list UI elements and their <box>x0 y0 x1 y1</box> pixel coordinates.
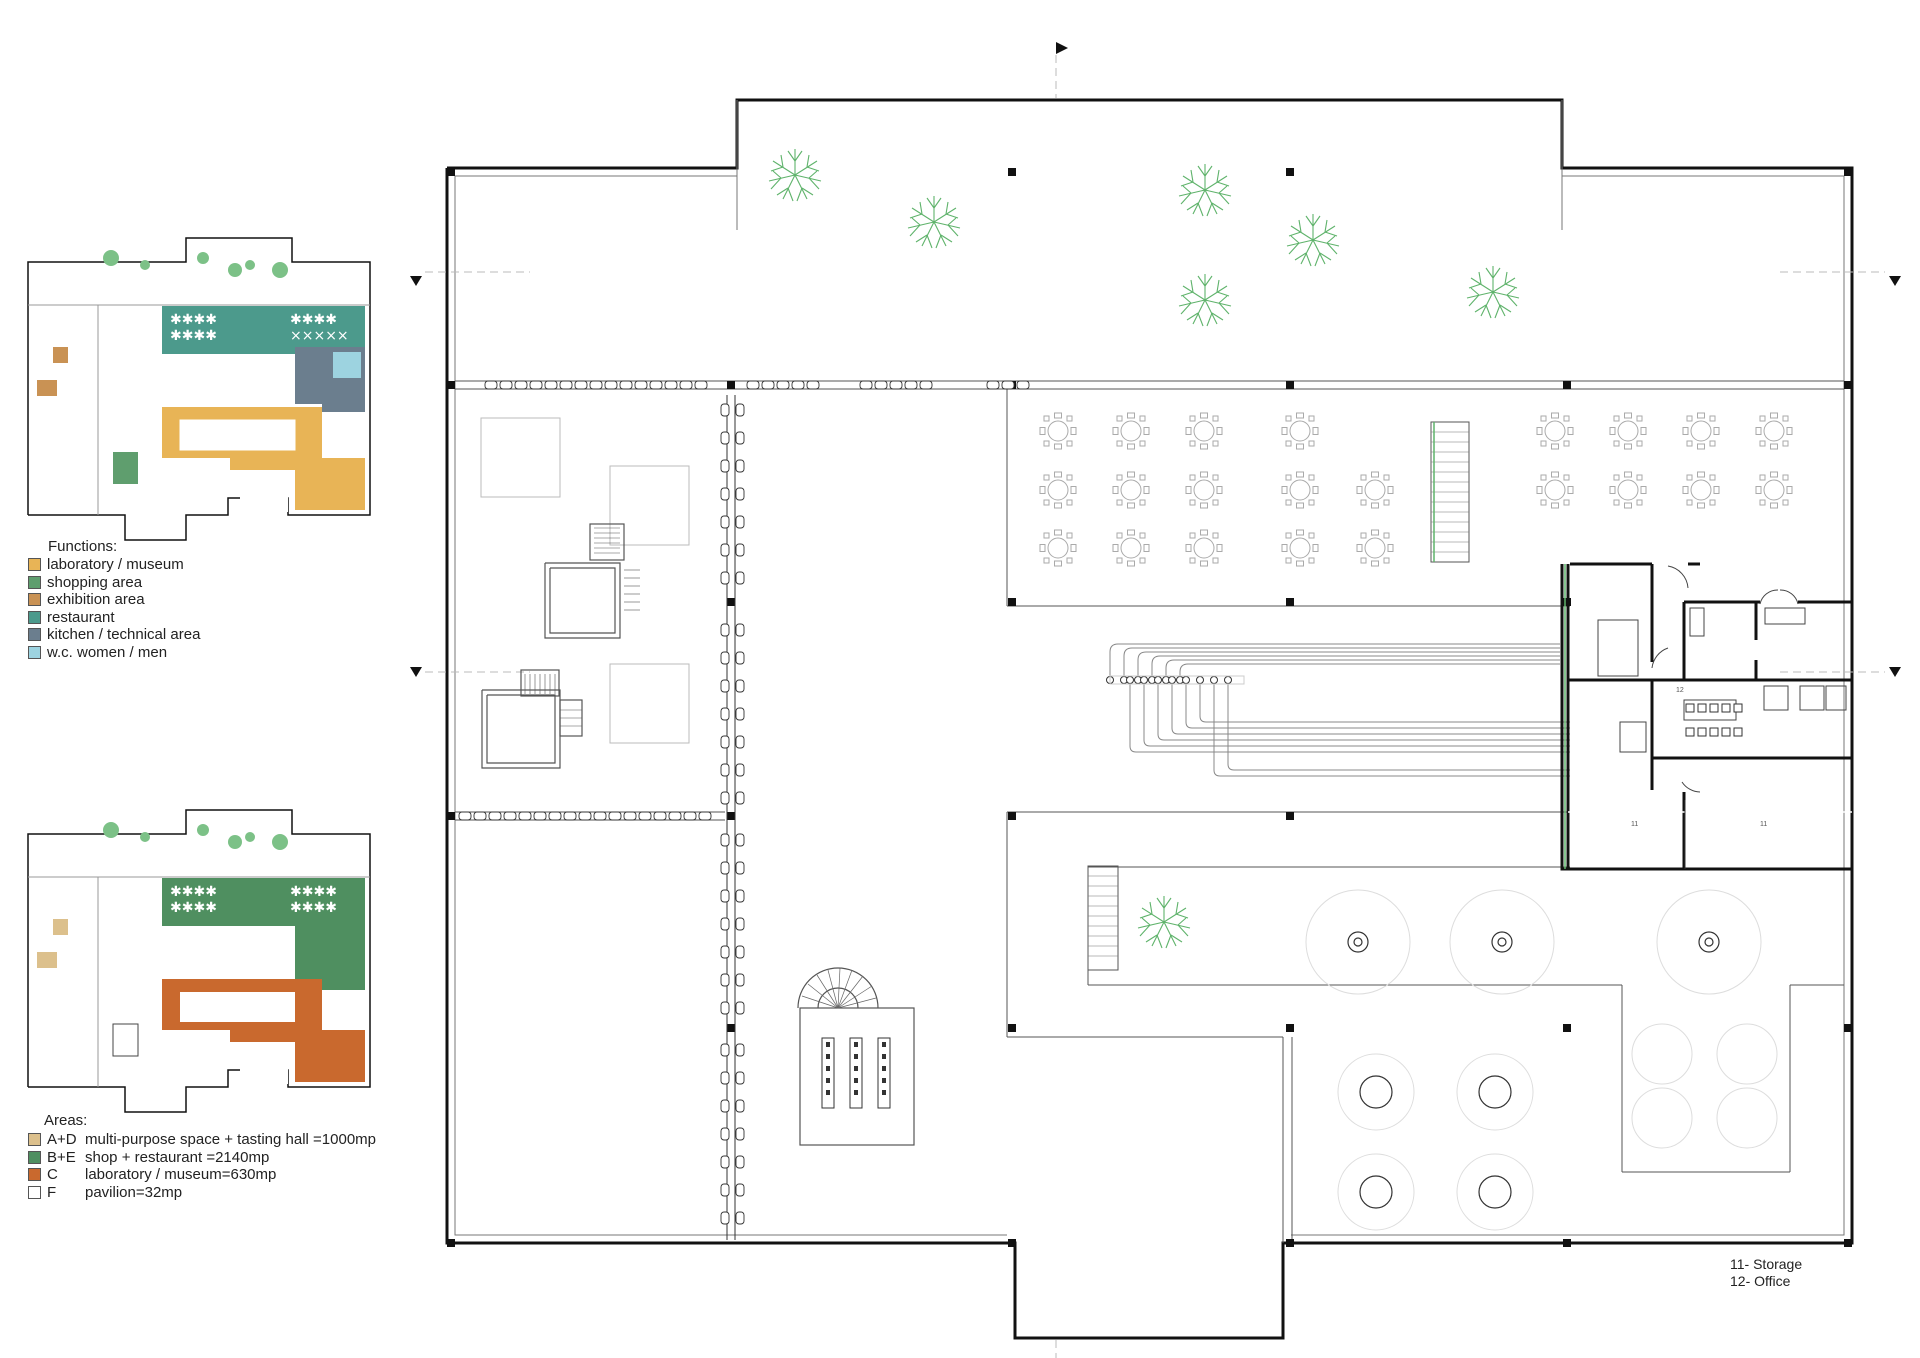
room-note-office: 12- Office <box>1730 1273 1791 1289</box>
svg-text:✱✱✱✱: ✱✱✱✱ <box>290 312 337 328</box>
restaurant-tables <box>1039 412 1793 567</box>
svg-text:✱✱✱✱: ✱✱✱✱ <box>290 900 337 916</box>
legend-item-shopping: shopping area <box>28 574 200 592</box>
svg-text:✱✱✱✱: ✱✱✱✱ <box>290 884 337 900</box>
svg-text:✱✱✱✱: ✱✱✱✱ <box>170 328 217 344</box>
area-label: multi-purpose space + tasting hall =1000… <box>85 1131 377 1149</box>
svg-text:✱✱✱✱: ✱✱✱✱ <box>170 900 217 916</box>
svg-text:×××××: ××××× <box>290 328 349 344</box>
svg-text:✱✱✱✱: ✱✱✱✱ <box>170 312 217 328</box>
area-code: C <box>47 1166 58 1184</box>
room-notes: 11- Storage 12- Office <box>1730 1256 1802 1290</box>
areas-legend-title: Areas: <box>44 1112 88 1129</box>
swatch-laboratory <box>28 558 41 572</box>
area-code: A+D <box>47 1131 77 1149</box>
office-tag: 12 <box>1676 687 1684 694</box>
legend-item-restaurant: restaurant <box>28 609 200 627</box>
legend-item-wc: w.c. women / men <box>28 644 200 662</box>
legend-item-kitchen: kitchen / technical area <box>28 626 200 644</box>
legend-item-exhibition: exhibition area <box>28 591 200 609</box>
swatch-exhibition <box>28 593 41 607</box>
legend-label: w.c. women / men <box>47 643 168 661</box>
storage-tag-right: 11 <box>1760 821 1767 828</box>
swatch-ad <box>28 1133 41 1147</box>
legend-label: shopping area <box>47 573 143 591</box>
functions-legend-title: Functions: <box>48 538 118 555</box>
main-floor-plan: 11 11 12 <box>410 42 1901 1358</box>
functions-legend-list: laboratory / museum shopping area exhibi… <box>28 556 200 661</box>
swatch-restaurant <box>28 610 41 624</box>
service-block <box>1560 562 1852 871</box>
room-note-storage: 11- Storage <box>1730 1256 1803 1272</box>
legend-label: exhibition area <box>47 591 145 609</box>
bench-row-mid <box>458 811 712 821</box>
area-item-ad: A+D multi-purpose space + tasting hall =1… <box>28 1131 376 1149</box>
legend-item-laboratory: laboratory / museum <box>28 556 200 574</box>
legend-label: kitchen / technical area <box>47 626 201 644</box>
bench-column <box>726 395 736 1240</box>
area-label: laboratory / museum=630mp <box>85 1166 277 1184</box>
svg-text:✱✱✱✱: ✱✱✱✱ <box>170 884 217 900</box>
area-label: shop + restaurant =2140mp <box>85 1148 270 1166</box>
area-item-be: B+E shop + restaurant =2140mp <box>28 1149 376 1167</box>
bench-row-top <box>484 380 1030 390</box>
storage-tag-left: 11 <box>1631 821 1638 828</box>
swatch-c <box>28 1168 41 1182</box>
areas-key-plan: ✱✱✱✱✱✱✱✱ ✱✱✱✱✱✱✱✱ <box>27 809 371 1113</box>
area-code: B+E <box>47 1148 76 1166</box>
legend-label: restaurant <box>47 608 115 626</box>
area-code: F <box>47 1183 57 1201</box>
functions-legend: Functions: <box>48 538 117 557</box>
legend-label: laboratory / museum <box>47 556 184 574</box>
swatch-shopping <box>28 575 41 589</box>
swatch-wc <box>28 645 41 659</box>
swatch-f <box>28 1185 41 1199</box>
swatch-kitchen <box>28 628 41 642</box>
swatch-be <box>28 1150 41 1164</box>
areas-legend: Areas: <box>44 1112 87 1131</box>
areas-legend-list: A+D multi-purpose space + tasting hall =1… <box>28 1131 376 1201</box>
area-label: pavilion=32mp <box>85 1183 183 1201</box>
functions-key-plan: ✱✱✱✱✱✱✱✱ ✱✱✱✱××××× <box>27 237 371 541</box>
